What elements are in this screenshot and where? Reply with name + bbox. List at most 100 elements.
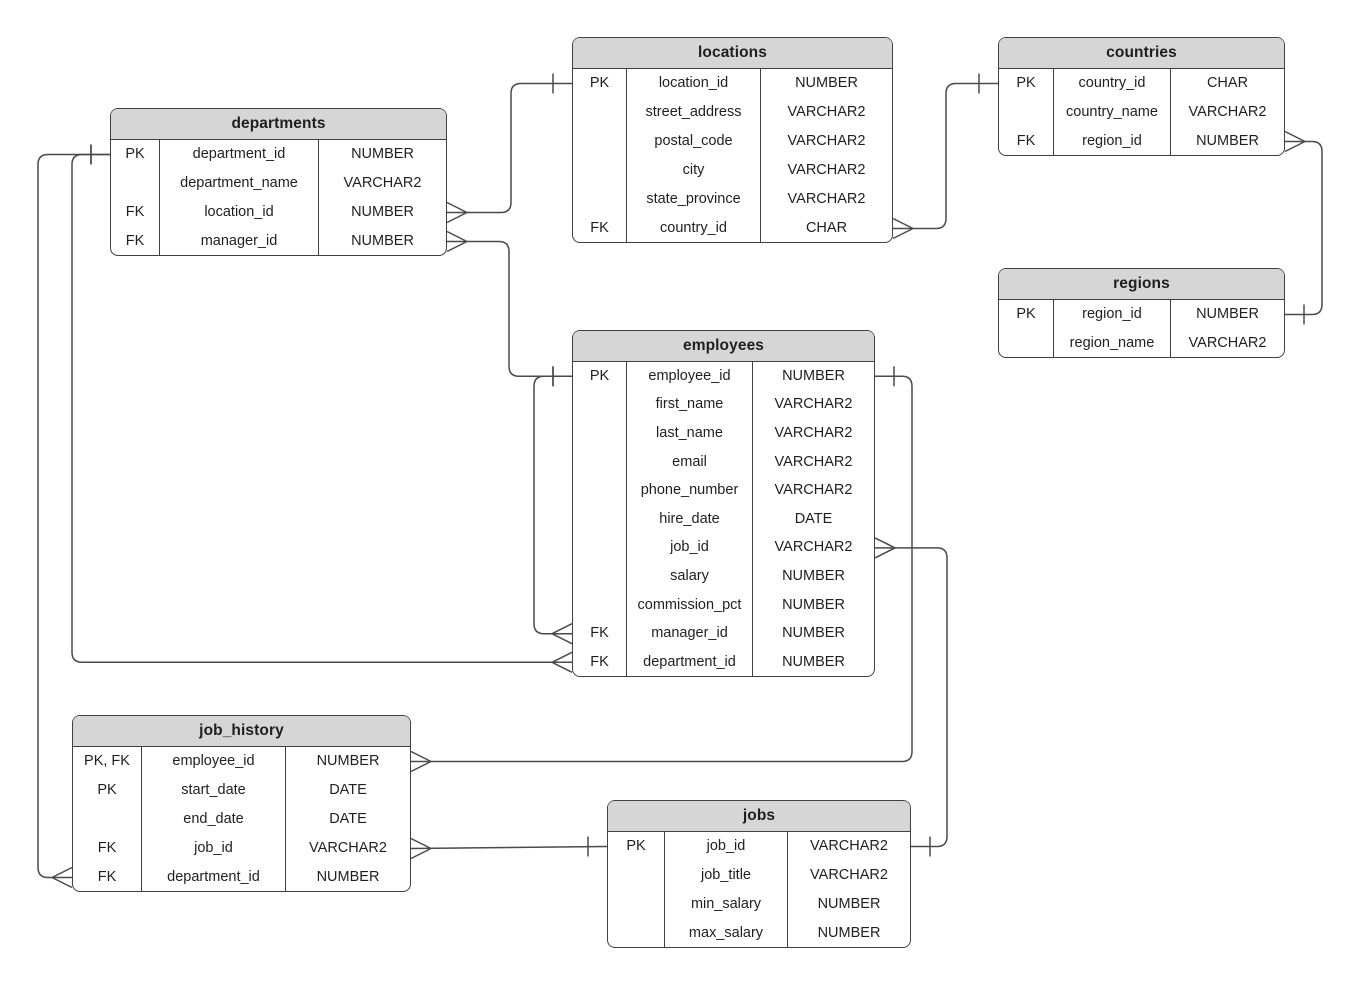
field-name-cell: manager_id [626, 618, 753, 648]
field-name-cell: end_date [141, 804, 286, 834]
data-type-cell: VARCHAR2 [787, 133, 866, 149]
data-type-cell: VARCHAR2 [787, 104, 866, 120]
table-row-locations-state_province: state_province VARCHAR2 [573, 184, 892, 214]
data-type-cell: VARCHAR2 [810, 838, 888, 854]
data-type-cell: NUMBER [1196, 306, 1259, 322]
field-name-cell: state_province [626, 184, 761, 214]
crow-foot-many-marker-employees-department_id--departments-department_id [551, 651, 573, 673]
data-type-cell: VARCHAR2 [787, 191, 866, 207]
key-cell [999, 329, 1053, 358]
key-cell [999, 98, 1053, 127]
table-title: departments [231, 114, 326, 132]
table-row-departments-location_id: FK location_id NUMBER [111, 197, 446, 227]
connector-employees-job_id--jobs-job_id [875, 547, 948, 848]
field-name-cell: street_address [626, 97, 761, 127]
table-row-employees-email: email VARCHAR2 [573, 447, 874, 476]
field-name-cell: email [626, 447, 753, 476]
key-cell: FK [97, 840, 117, 856]
crow-foot-many-marker-job_history-job_id--jobs-job_id [410, 837, 432, 860]
data-type-cell: NUMBER [817, 925, 881, 941]
data-type-cell: NUMBER [817, 896, 881, 912]
data-type-cell: NUMBER [782, 596, 845, 613]
key-cell: PK [97, 782, 117, 798]
key-cell [608, 861, 664, 890]
field-name-cell: region_id [1053, 126, 1171, 156]
field-name-cell: phone_number [626, 475, 753, 505]
key-cell: FK [590, 653, 609, 670]
table-title: locations [698, 43, 767, 61]
crow-foot-many-marker-employees-job_id--jobs-job_id [874, 537, 896, 559]
data-type-cell: NUMBER [782, 567, 845, 584]
crow-foot-many-marker-countries-region_id--regions-region_id [1284, 130, 1306, 153]
field-name-cell: hire_date [626, 504, 753, 534]
table-row-countries-region_id: FK region_id NUMBER [999, 126, 1284, 156]
field-name-cell: region_name [1053, 328, 1171, 358]
crow-foot-many-marker-job_history-department_id--departments-department_id [51, 866, 73, 889]
key-cell: FK [97, 869, 117, 885]
key-cell: FK [590, 625, 609, 642]
data-type-cell: NUMBER [782, 653, 845, 670]
connector-departments-location_id--locations-location_id [447, 82, 572, 214]
key-cell [573, 156, 626, 185]
key-cell: FK [125, 233, 145, 249]
field-name-cell: job_id [141, 833, 286, 863]
connector-job_history-department_id--departments-department_id [37, 153, 110, 879]
crow-foot-many-marker-departments-location_id--locations-location_id [446, 201, 468, 224]
data-type-cell: NUMBER [782, 625, 845, 642]
data-type-cell: NUMBER [351, 204, 414, 220]
field-name-cell: manager_id [159, 226, 319, 256]
data-type-cell: VARCHAR2 [774, 482, 853, 499]
field-name-cell: location_id [626, 68, 761, 98]
crow-foot-many-marker-departments-manager_id--employees-employee_id [446, 230, 468, 253]
key-cell [573, 533, 626, 562]
key-cell: FK [125, 204, 145, 220]
field-name-cell: job_title [664, 860, 788, 890]
connector-departments-manager_id--employees-employee_id [447, 240, 572, 378]
field-name-cell: location_id [159, 197, 319, 227]
key-cell [608, 919, 664, 948]
key-cell: PK [1016, 75, 1036, 91]
data-type-cell: NUMBER [795, 75, 858, 91]
key-cell [73, 805, 141, 834]
key-cell [573, 504, 626, 533]
data-type-cell: VARCHAR2 [774, 453, 853, 470]
crow-foot-many-marker-employees-manager_id--employees-employee_id [551, 623, 573, 645]
field-name-cell: country_name [1053, 97, 1171, 127]
table-title: employees [682, 336, 765, 354]
data-type-cell: VARCHAR2 [1188, 104, 1267, 120]
data-type-cell: NUMBER [1196, 133, 1259, 149]
data-type-cell: VARCHAR2 [343, 175, 422, 191]
key-cell: FK [1016, 133, 1036, 149]
data-type-cell: NUMBER [782, 367, 845, 384]
crow-foot-many-marker-locations-country_id--countries-country_id [892, 217, 914, 240]
data-type-cell: CHAR [1206, 75, 1249, 91]
data-type-cell: NUMBER [316, 753, 380, 769]
field-name-cell: employee_id [626, 361, 753, 391]
connector-job_history-job_id--jobs-job_id [410, 845, 608, 850]
key-cell: PK [626, 838, 646, 854]
table-title: countries [1106, 43, 1177, 61]
key-cell [573, 419, 626, 448]
